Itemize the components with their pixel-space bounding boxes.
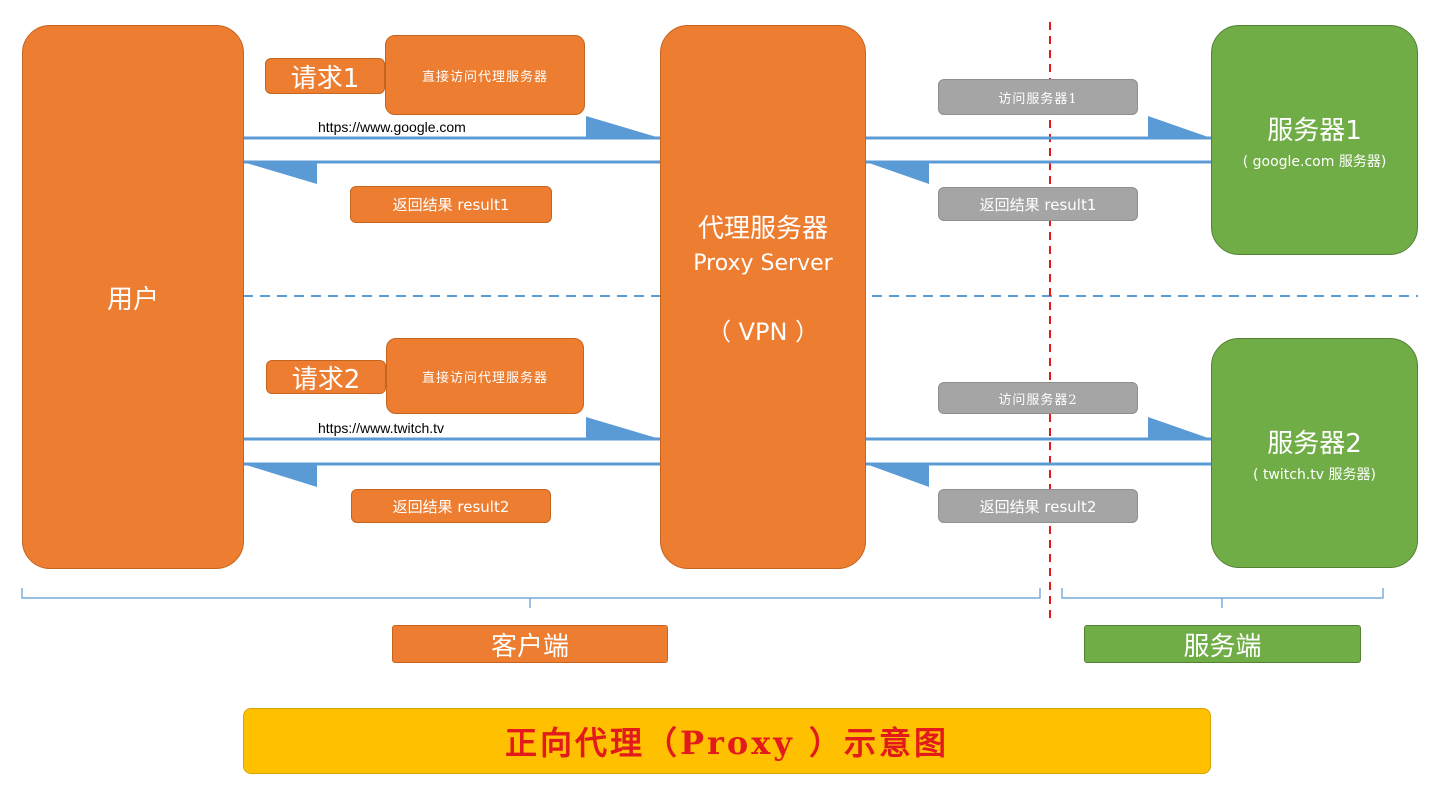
request1-note-text: 直接访问代理服务器 [421, 69, 548, 85]
server1-name: 服务器1 [1267, 115, 1362, 146]
arrow-forward2-head [1148, 417, 1211, 439]
request1-url: https://www.google.com [318, 119, 466, 135]
request2-label-text: 请求2 [291, 364, 361, 395]
proxy-en: Proxy Server [693, 250, 833, 276]
request1-note: 直接访问代理服务器 [385, 35, 585, 115]
proxy-name: 代理服务器 [697, 213, 828, 244]
request2-url: https://www.twitch.tv [318, 420, 445, 436]
request2-note: 直接访问代理服务器 [386, 338, 584, 414]
request2-note-text: 直接访问代理服务器 [421, 370, 548, 386]
server2-name: 服务器2 [1267, 428, 1362, 459]
server2-node: 服务器2 ( twitch.tv 服务器) [1211, 338, 1418, 568]
arrow-result2-head [243, 464, 317, 487]
forward1-text: 访问服务器1 [998, 91, 1078, 107]
server2-desc: ( twitch.tv 服务器) [1253, 466, 1376, 483]
arrow-return1-head [866, 162, 929, 184]
arrow-request1-head [586, 116, 660, 138]
result2-server-label: 返回结果 result2 [938, 489, 1138, 523]
forward1-label: 访问服务器1 [938, 79, 1138, 115]
client-brace [21, 588, 1041, 608]
result2-client-text: 返回结果 result2 [392, 497, 510, 516]
result1-server-text: 返回结果 result1 [979, 195, 1097, 214]
server1-node: 服务器1 ( google.com 服务器) [1211, 25, 1418, 255]
server-side-text: 服务端 [1183, 631, 1262, 662]
arrow-request2-head [586, 417, 660, 439]
user-label: 用户 [106, 284, 159, 315]
diagram-title-text: 正向代理（Proxy ）示意图 [504, 724, 950, 762]
result1-server-label: 返回结果 result1 [938, 187, 1138, 221]
client-side-text: 客户端 [490, 631, 569, 662]
server-brace [1061, 588, 1384, 608]
server1-desc: ( google.com 服务器) [1242, 153, 1387, 170]
server-side-label: 服务端 [1084, 625, 1361, 663]
arrow-return2-head [866, 464, 929, 487]
result2-server-text: 返回结果 result2 [979, 497, 1097, 516]
result2-client-label: 返回结果 result2 [351, 489, 551, 523]
request1-label-text: 请求1 [290, 63, 360, 94]
request1-label: 请求1 [265, 58, 385, 94]
result1-client-label: 返回结果 result1 [350, 186, 552, 223]
proxy-server-node: 代理服务器 Proxy Server （ VPN ） [660, 25, 866, 569]
request2-label: 请求2 [266, 360, 386, 395]
forward2-text: 访问服务器2 [998, 392, 1078, 408]
result1-client-text: 返回结果 result1 [392, 196, 510, 214]
arrow-forward1-head [1148, 116, 1211, 138]
forward2-label: 访问服务器2 [938, 382, 1138, 414]
proxy-vpn: （ VPN ） [706, 317, 820, 346]
user-node: 用户 [22, 25, 244, 569]
diagram-title: 正向代理（Proxy ）示意图 [243, 708, 1211, 774]
client-side-label: 客户端 [392, 625, 668, 663]
arrow-result1-head [243, 162, 317, 184]
